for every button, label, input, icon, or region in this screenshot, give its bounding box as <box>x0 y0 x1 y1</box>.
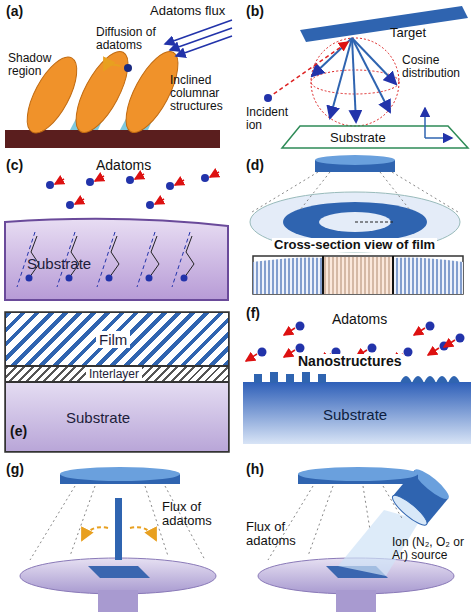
incident-label: Incident ion <box>246 106 306 132</box>
adatoms-label: Adatoms <box>96 158 151 173</box>
adatom <box>126 176 134 184</box>
adatom <box>86 178 94 186</box>
track <box>137 232 155 287</box>
adatom <box>66 201 74 209</box>
node-text: Substrate <box>323 406 387 423</box>
cosine-label: Cosine distribution <box>402 54 470 80</box>
panel-letter: (c) <box>6 158 23 173</box>
adatom-arrow <box>210 172 219 177</box>
node-text: Substrate <box>27 255 91 272</box>
panel-letter: (f) <box>246 306 260 321</box>
track <box>97 232 115 287</box>
substrate-block: Substrate <box>243 384 471 444</box>
substrate-block: Substrate <box>5 226 228 300</box>
track <box>172 232 190 287</box>
adatom-arrow <box>75 199 84 204</box>
panel-letter: (a) <box>6 4 23 19</box>
adatom <box>46 181 54 189</box>
adatom-arrow <box>428 348 439 355</box>
adatom <box>201 174 209 182</box>
adatom <box>26 275 33 282</box>
adatom-arrow <box>284 350 295 357</box>
target-label: Target <box>390 26 426 40</box>
adatom <box>258 348 267 357</box>
substrate-label: Substrate <box>330 131 386 145</box>
panel-letter: (b) <box>246 4 264 19</box>
node-text: Substrate <box>66 409 130 426</box>
adatom <box>440 342 449 351</box>
adatom-arrow <box>284 328 295 335</box>
substrate-band: Substrate <box>5 382 229 452</box>
adatoms-label: Adatoms <box>332 312 387 327</box>
node-text: Film <box>96 331 130 348</box>
adatom-arrow <box>246 354 257 361</box>
columns-label: Inclined columnar structures <box>170 74 234 114</box>
adatom-arrow <box>135 174 144 179</box>
adatom <box>426 322 435 331</box>
adatom-arrow <box>175 180 184 185</box>
flux-label: Adatoms flux <box>150 4 225 18</box>
adatom <box>368 344 377 353</box>
adatom <box>456 334 465 343</box>
adatom <box>296 322 305 331</box>
adatom <box>296 344 305 353</box>
adatom <box>66 275 73 282</box>
adatom <box>166 182 174 190</box>
diffusion-path <box>184 236 194 278</box>
adatom-arrow <box>55 179 64 184</box>
diffusion-path <box>149 236 159 278</box>
nanostructures-label: Nanostructures <box>296 354 403 369</box>
flux-label: Flux of adatoms <box>162 500 226 529</box>
adatom-arrow <box>444 340 455 347</box>
adatom <box>181 275 188 282</box>
adatom <box>146 201 154 209</box>
cross-section-label: Cross-section view of film <box>272 238 437 252</box>
adatom <box>404 348 413 357</box>
panel-letter: (h) <box>246 462 264 477</box>
adatom-arrow <box>414 328 425 335</box>
interlayer-band: Interlayer <box>5 366 229 382</box>
panel-letter: (d) <box>246 158 264 173</box>
shadow-label: Shadow region <box>8 52 68 78</box>
film-layer: Film <box>5 312 229 366</box>
diffusion-label: Diffusion of adatoms <box>96 26 156 52</box>
flux-label: Flux of adatoms <box>246 520 306 549</box>
adatom <box>106 275 113 282</box>
ion-source-label: Ion (N₂, O₂ or Ar) source <box>392 536 470 562</box>
panel-letter: (e) <box>10 424 27 439</box>
adatom-arrow <box>95 176 104 181</box>
diffusion-path <box>109 236 119 278</box>
panel-letter: (g) <box>6 462 24 477</box>
adatom-arrow <box>155 199 164 204</box>
adatom <box>146 275 153 282</box>
node-text: Interlayer <box>86 367 142 381</box>
